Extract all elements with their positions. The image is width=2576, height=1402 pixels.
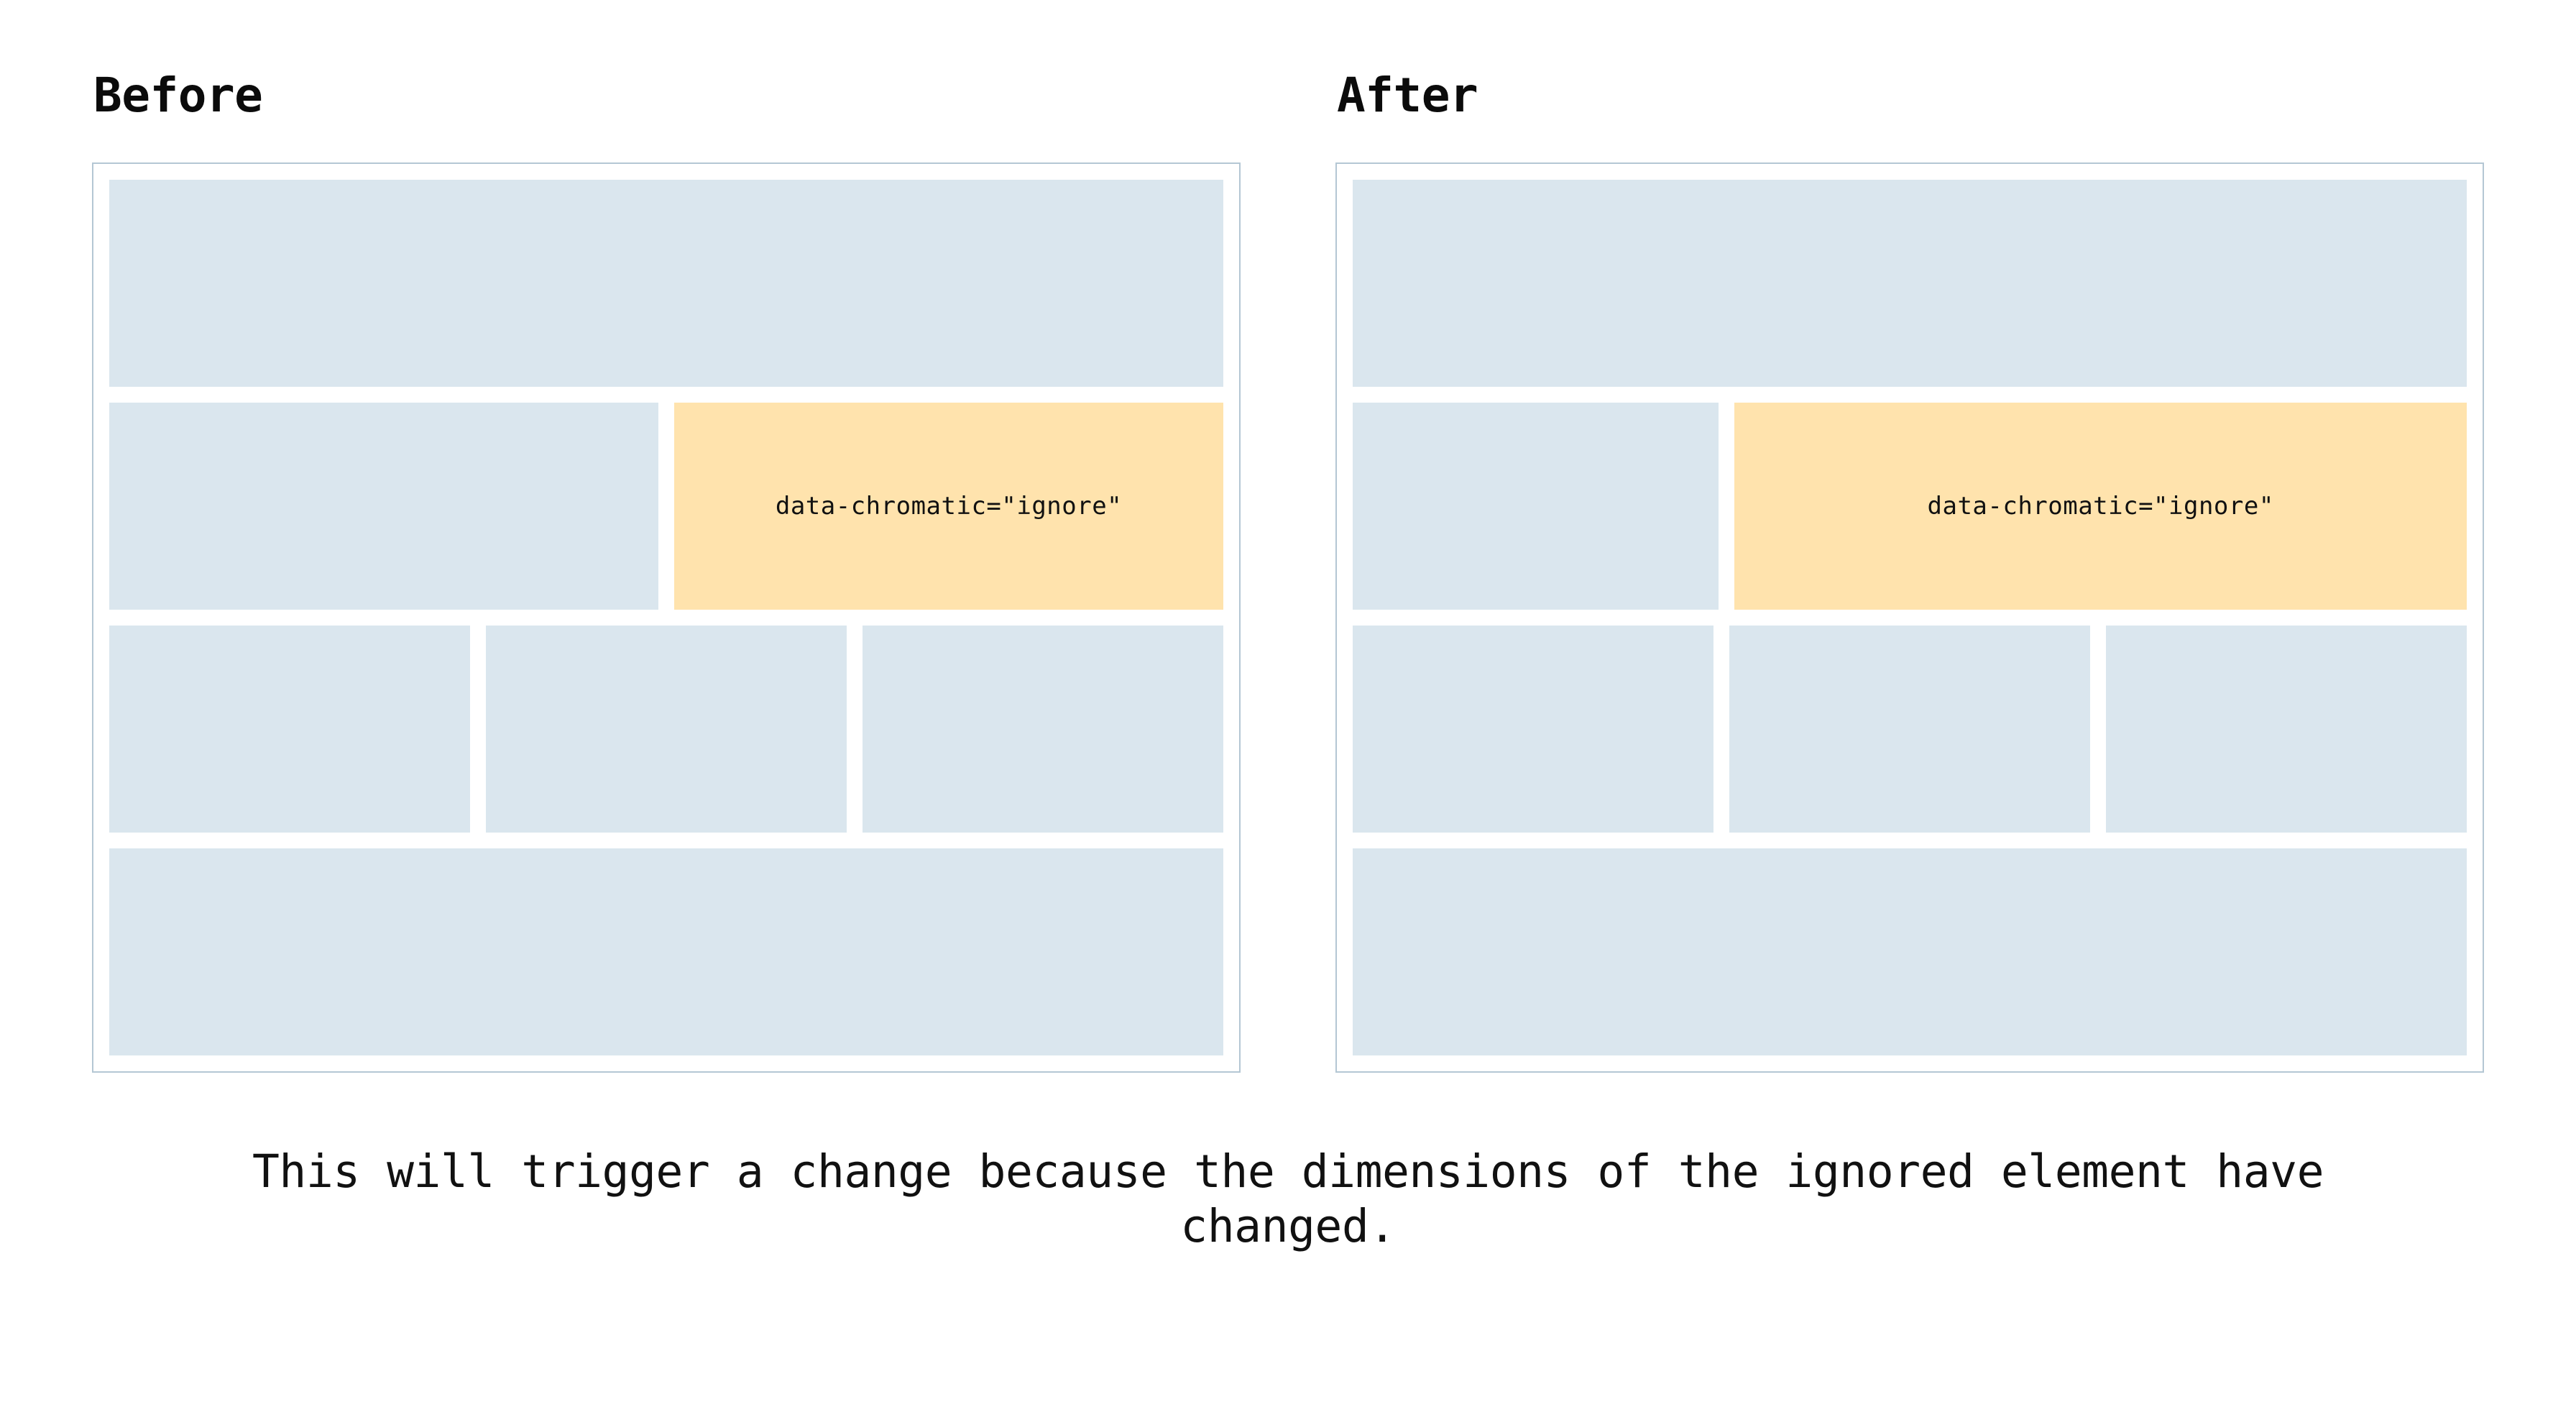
skeleton-row bbox=[1353, 626, 2467, 833]
skeleton-row-with-ignored: data-chromatic="ignore" bbox=[1353, 403, 2467, 610]
panel-heading-before: Before bbox=[93, 68, 263, 123]
ignored-block-label: data-chromatic="ignore" bbox=[775, 492, 1123, 521]
skeleton-block bbox=[1353, 403, 1719, 610]
skeleton-row bbox=[109, 180, 1223, 387]
skeleton-block bbox=[1729, 626, 2090, 833]
snapshot-frame-after: data-chromatic="ignore" bbox=[1335, 162, 2484, 1073]
skeleton-row bbox=[109, 626, 1223, 833]
skeleton-block bbox=[109, 626, 470, 833]
before-after-panels: Before data-chromatic="ignore" bbox=[92, 72, 2484, 1073]
panel-heading-after: After bbox=[1337, 68, 1478, 123]
skeleton-block bbox=[1353, 848, 2467, 1055]
skeleton-block bbox=[486, 626, 847, 833]
skeleton-stack-before: data-chromatic="ignore" bbox=[109, 180, 1223, 1055]
snapshot-frame-before: data-chromatic="ignore" bbox=[92, 162, 1241, 1073]
skeleton-block bbox=[2106, 626, 2467, 833]
ignored-block: data-chromatic="ignore" bbox=[674, 403, 1223, 610]
skeleton-block bbox=[109, 180, 1223, 387]
skeleton-row-with-ignored: data-chromatic="ignore" bbox=[109, 403, 1223, 610]
skeleton-block bbox=[109, 403, 658, 610]
skeleton-row bbox=[1353, 848, 2467, 1055]
panel-after: After data-chromatic="ignore" bbox=[1335, 72, 2484, 1073]
skeleton-stack-after: data-chromatic="ignore" bbox=[1353, 180, 2467, 1055]
ignored-block: data-chromatic="ignore" bbox=[1734, 403, 2467, 610]
skeleton-block bbox=[1353, 626, 1714, 833]
skeleton-row bbox=[1353, 180, 2467, 387]
skeleton-block bbox=[1353, 180, 2467, 387]
ignored-block-label: data-chromatic="ignore" bbox=[1927, 492, 2274, 521]
explanation-caption: This will trigger a change because the d… bbox=[252, 1145, 2324, 1252]
skeleton-block bbox=[862, 626, 1223, 833]
panel-before: Before data-chromatic="ignore" bbox=[92, 72, 1241, 1073]
skeleton-block bbox=[109, 848, 1223, 1055]
skeleton-row bbox=[109, 848, 1223, 1055]
